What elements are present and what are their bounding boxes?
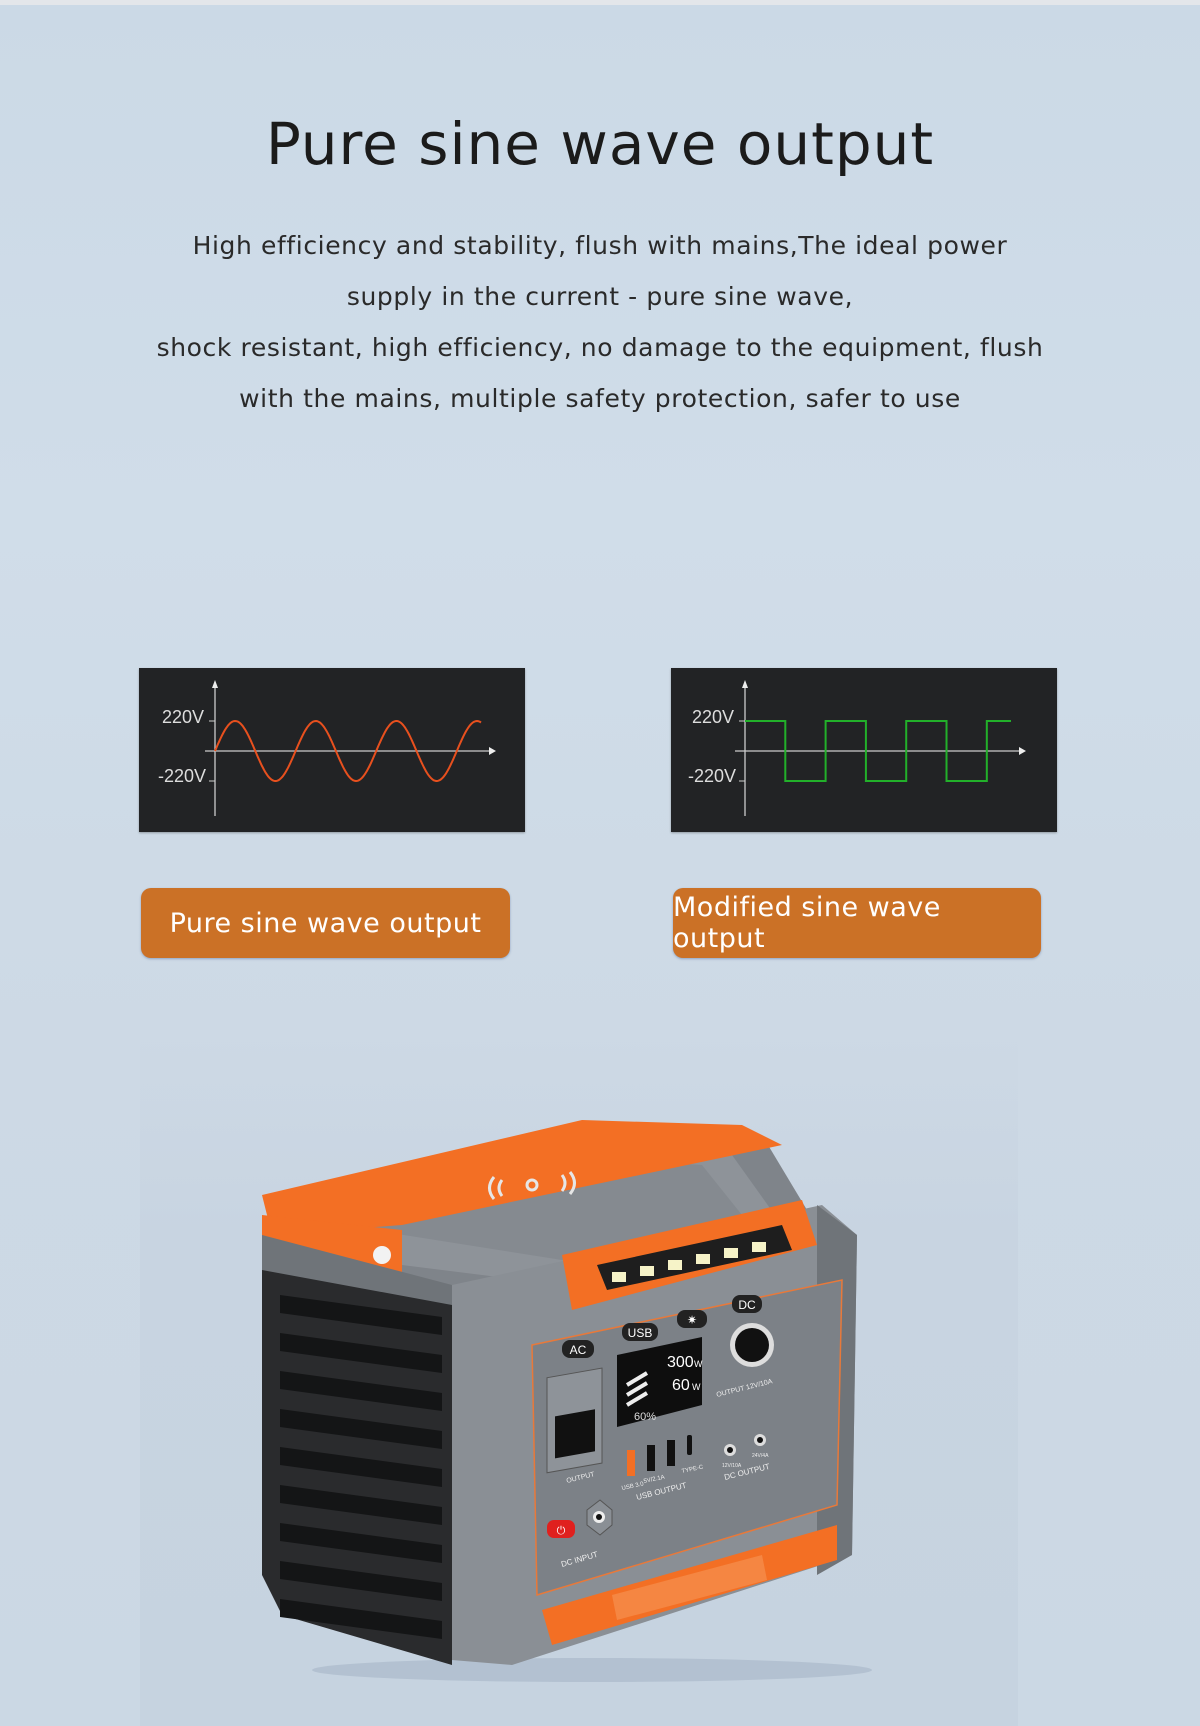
vent-slot: [280, 1447, 442, 1487]
led: [724, 1248, 738, 1258]
dc1-label: 12V/10A: [722, 1463, 742, 1469]
y-tick-label: 220V: [162, 707, 204, 727]
light-icon: ✷: [687, 1313, 697, 1327]
usb30-label: USB 3.0: [621, 1481, 645, 1492]
page-title: Pure sine wave output: [265, 110, 935, 178]
modified-sine-label-button: Modified sine wave output: [673, 888, 1041, 958]
power-icon: ⏻: [557, 1525, 566, 1537]
dc-button: DC: [732, 1295, 762, 1313]
square-wave-line: [745, 720, 1011, 782]
description-line: supply in the current - pure sine wave,: [346, 282, 854, 311]
x-axis-arrow: [489, 747, 496, 755]
description-line: with the mains, multiple safety protecti…: [239, 384, 961, 413]
pure-sine-label-button: Pure sine wave output: [141, 888, 510, 958]
ac-button: AC: [562, 1340, 594, 1358]
unit-label: W: [692, 1382, 701, 1392]
led: [612, 1272, 626, 1282]
led: [696, 1254, 710, 1264]
dc-power-readout: 60: [672, 1377, 690, 1394]
modified-sine-chart: 220V -220V: [671, 668, 1057, 832]
battery-percent: 60%: [634, 1411, 656, 1423]
typec-label: TYPE-C: [681, 1464, 704, 1475]
description-line: High efficiency and stability, flush wit…: [192, 231, 1008, 260]
vent-slot: [280, 1409, 442, 1449]
vent-slot: [280, 1599, 442, 1639]
y-tick-label: -220V: [158, 766, 206, 786]
pure-sine-chart: 220V -220V: [139, 668, 525, 832]
wireless-charging-icon: [488, 1171, 576, 1200]
vent-slot: [280, 1561, 442, 1601]
x-axis-arrow: [1019, 747, 1026, 755]
led: [640, 1266, 654, 1276]
description: High efficiency and stability, flush wit…: [100, 220, 1100, 424]
pure-sine-svg: 220V -220V: [158, 680, 496, 816]
light-button: ✷: [677, 1310, 707, 1328]
dc-label: DC: [738, 1298, 756, 1312]
lcd-display: [617, 1337, 702, 1427]
top-divider: [0, 0, 1200, 5]
sine-wave-line: [214, 719, 482, 783]
vent-slot: [280, 1371, 442, 1411]
usb-button: USB: [622, 1323, 658, 1341]
ac-label: AC: [570, 1343, 587, 1357]
usb-a-label: 5V/2.1A: [643, 1475, 665, 1485]
vent-slot: [280, 1485, 442, 1525]
usb-label: USB: [628, 1326, 653, 1340]
description-line: shock resistant, high efficiency, no dam…: [156, 333, 1044, 362]
power-button: [547, 1520, 575, 1538]
modified-sine-svg: 220V -220V: [688, 680, 1026, 816]
y-axis-arrow: [742, 680, 748, 688]
unit-label: W: [694, 1359, 703, 1369]
dc2-label: 24V/4A: [752, 1453, 769, 1459]
ac-power-readout: 300: [667, 1354, 694, 1371]
vent-slot: [280, 1523, 442, 1563]
led-light-bar: [612, 1242, 766, 1282]
side-vents: [280, 1295, 442, 1639]
power-station-image: AC USB ✷ DC 60% 300 W 60 W OUTPUT 12V/10…: [262, 1120, 872, 1682]
vent-slot: [280, 1333, 442, 1373]
y-tick-label: -220V: [688, 766, 736, 786]
led: [752, 1242, 766, 1252]
led: [668, 1260, 682, 1270]
y-tick-label: 220V: [692, 707, 734, 727]
vent-slot: [280, 1295, 442, 1335]
y-axis-arrow: [212, 680, 218, 688]
